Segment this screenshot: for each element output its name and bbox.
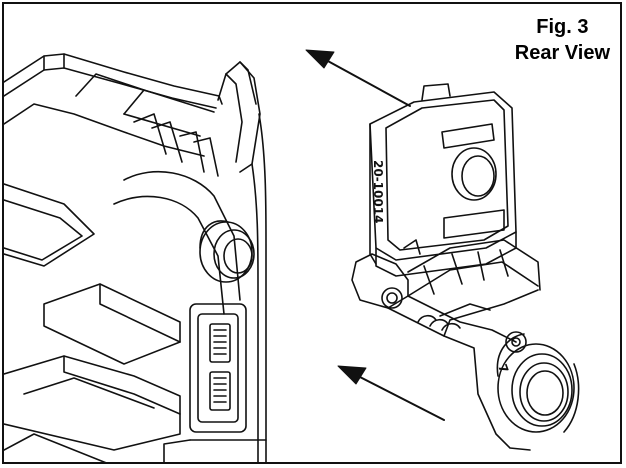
figure-title: Rear View [514,42,610,64]
rear-view-drawing: 20-10014 7 [4,49,580,462]
figure-frame: 20-10014 7 Fig. 3 Rear View [2,2,622,464]
direction-arrow-lower [337,365,445,421]
figure-caption: Fig. 3 Rear View [515,14,610,66]
bracket-assembly [351,83,580,451]
bracket-part-number: 20-10014 [371,160,385,223]
direction-arrow-upper [305,49,411,107]
camera-body [4,53,267,462]
figure-label: Fig. 3 [536,16,589,38]
